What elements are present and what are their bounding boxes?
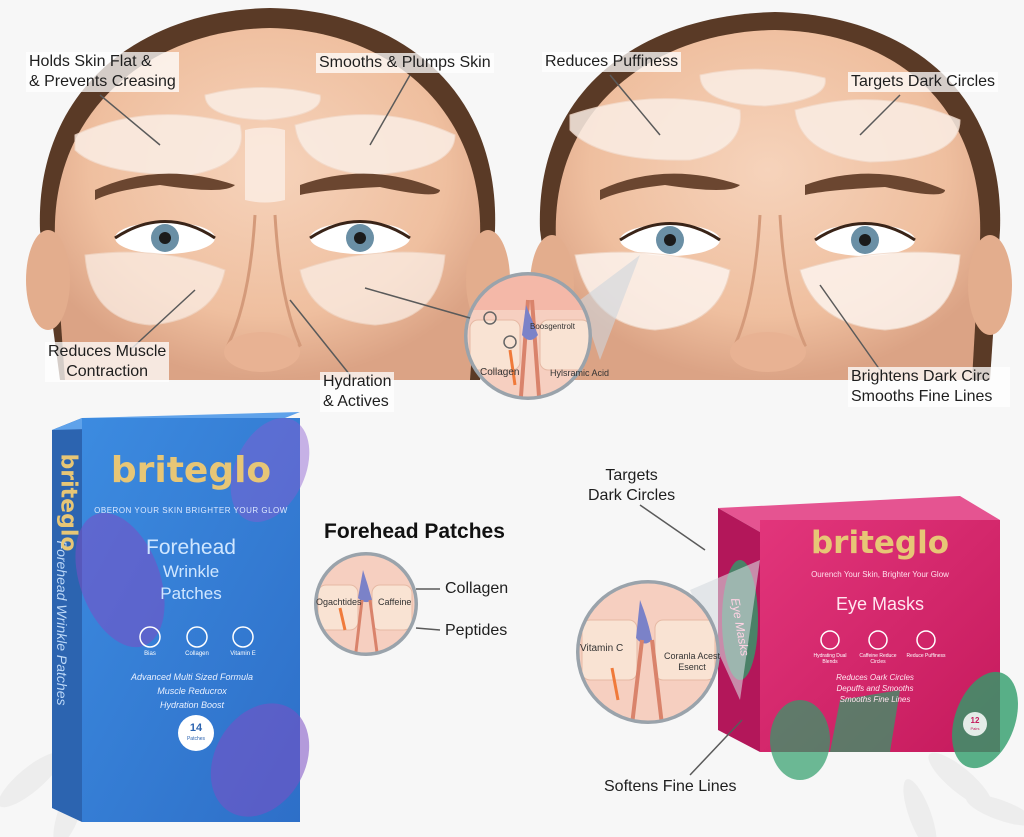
inset-label-top: Boosgentrolt [530, 322, 575, 331]
label-targets-dark-circles: Targets Dark Circles [848, 72, 999, 92]
callout-targets-dark-circles: Targets Dark Circles [588, 467, 676, 504]
forehead-box-count-unit: Patches [186, 736, 206, 742]
skin-inset-eye [576, 560, 760, 724]
label-holds-skin-flat: Holds Skin Flat & & Prevents Creasing [26, 52, 179, 92]
forehead-box-title-2: Wrinkle [162, 562, 220, 581]
eye-box-brand: briteglo [810, 525, 950, 561]
forehead-box-features: Advanced Multi Sized Formula Muscle Redu… [130, 672, 254, 710]
forehead-box-brand: briteglo [110, 450, 272, 491]
forehead-box-title-1: Forehead [146, 536, 236, 559]
forehead-box-icon-label-3: Vitamin E [230, 651, 256, 657]
forehead-section-title: Forehead Patches [324, 520, 505, 543]
eye-box-icon-label-2: Caffeine Reduce Circles [859, 653, 897, 665]
label-hydration: Hydration & Actives [320, 372, 395, 412]
forehead-inset-right: Caffeine [378, 597, 412, 607]
forehead-box-count: 14 [189, 722, 203, 734]
forehead-patches-box [52, 412, 310, 822]
forehead-box-icon-label-1: Bias [144, 651, 156, 657]
label-brightens: Brightens Dark Circ Smooths Fine Lines [848, 367, 1010, 407]
callout-peptides: Peptides [445, 622, 508, 639]
eye-box-icon-label-1: Hydrating Dual Blends [813, 653, 847, 665]
eye-inset-right: Coranla Acest Esenct [664, 651, 721, 672]
eye-inset-left: Vitamin C [580, 643, 624, 654]
eye-box-count-unit: Pairs [970, 726, 980, 731]
right-face [530, 12, 1012, 380]
eye-box-count: 12 [970, 716, 980, 725]
callout-softens-fine-lines: Softens Fine Lines [604, 778, 737, 795]
callout-collagen: Collagen [445, 580, 509, 597]
callout-arrows [99, 74, 901, 776]
forehead-box-tagline: OBERON YOUR SKIN BRIGHTER YOUR GLOW [94, 506, 288, 515]
eye-box-title: Eye Masks [835, 594, 925, 614]
label-smooths-plumps: Smooths & Plumps Skin [316, 53, 494, 73]
forehead-box-icon-label-2: Collagen [185, 651, 209, 657]
leaf-decoration-right [903, 752, 1024, 837]
inset-label-collagen: Collagen [480, 367, 520, 378]
label-reduces-muscle: Reduces Muscle Contraction [45, 342, 170, 382]
inset-label-hyaluronic: Hylsramic Acid [550, 368, 610, 378]
forehead-box-title-3: Patches [160, 584, 222, 603]
skin-inset-forehead [314, 552, 418, 656]
eye-box-tagline: Ourench Your Skin, Brighter Your Glow [811, 570, 949, 579]
label-reduces-puffiness: Reduces Puffiness [542, 52, 682, 72]
eye-box-icon-label-3: Reduce Puffiness [906, 653, 946, 659]
forehead-box-spine-brand: briteglo [55, 453, 81, 552]
forehead-inset-left: Ogachtides [316, 597, 362, 607]
eye-box-features: Reduces Oark Circles Depuffs and Smooths… [836, 673, 914, 704]
